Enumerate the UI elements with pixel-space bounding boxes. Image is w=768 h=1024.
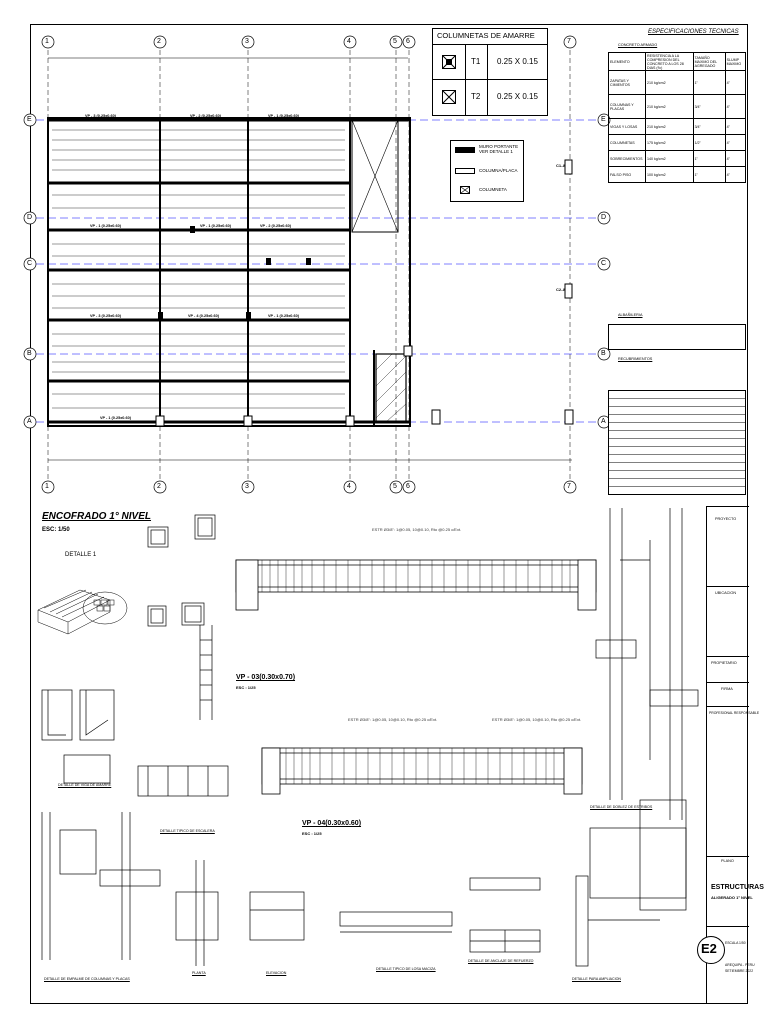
beam-label: VP - 1 (0.25x0.60) bbox=[100, 416, 131, 420]
vp04-scale: ESC : 1/25 bbox=[302, 831, 322, 836]
tb-proyecto: PROYECTO bbox=[715, 517, 737, 521]
columna-placa-icon bbox=[455, 168, 475, 174]
grid-label-5b: 5 bbox=[393, 483, 397, 490]
grid-label-2b: 2 bbox=[157, 483, 161, 490]
beam-label: VP - 3 (0.25x0.60) bbox=[85, 114, 116, 118]
grid-label-B: B bbox=[27, 350, 32, 357]
tb-plano-label: PLANO bbox=[721, 859, 734, 863]
beam-note: ESTR Ø3/8": 1@0.05, 10@0.10, Rto @0.25 c… bbox=[348, 717, 438, 722]
specifications-panel: ESPECIFICACIONES TECNICAS CONCRETO ARMAD… bbox=[607, 29, 747, 497]
grid-label-E: E bbox=[27, 116, 32, 123]
vp03-title: VP - 03(0.30x0.70) bbox=[236, 674, 296, 681]
grid-label-4b: 4 bbox=[347, 483, 351, 490]
legend-item: COLUMNETA bbox=[479, 187, 507, 192]
beam-label: VP - 2 (0.25x0.60) bbox=[260, 224, 291, 228]
caption: DETALLE PARA AMPLIACION bbox=[572, 977, 621, 981]
caption: DETALLE TIPICO DE ESCALERA bbox=[160, 829, 215, 833]
tb-location: AREQUIPA - PERU bbox=[725, 963, 755, 967]
grid-label-D-right: D bbox=[601, 214, 607, 221]
grid-label-2: 2 bbox=[157, 38, 161, 45]
legend-item: MURO PORTANTE VER DETALLE 1 bbox=[479, 144, 519, 154]
tb-plano-sub: ALIGERADO 1° NIVEL bbox=[711, 895, 753, 900]
grid-label-3: 3 bbox=[245, 38, 249, 45]
tb-plano-title: ESTRUCTURAS bbox=[711, 884, 764, 891]
tb-escala-label: ESCALA bbox=[725, 941, 739, 945]
columneta-size: 0.25 X 0.15 bbox=[497, 92, 538, 101]
beam-note: ESTR Ø3/8": 1@0.05, 10@0.10, Rto @0.25 c… bbox=[492, 717, 582, 722]
caption: DETALLE DE ANCLAJE DE REFUERZO bbox=[468, 959, 534, 963]
grid-label-7: 7 bbox=[567, 38, 571, 45]
tb-propietario: PROPIETARIO bbox=[711, 661, 737, 665]
grid-label-6b: 6 bbox=[406, 483, 410, 490]
beam-note: ESTR Ø3/8": 1@0.05, 10@0.10, Rto @0.25 c… bbox=[372, 527, 462, 532]
caption: DETALLE DE DOBLEZ DE ESTRIBOS bbox=[590, 805, 653, 809]
beam-label: VP - 1 (0.25x0.60) bbox=[268, 314, 299, 318]
vp03-scale: ESC : 1/25 bbox=[236, 685, 256, 690]
muro-portante-icon bbox=[455, 147, 475, 153]
caption: DETALLE DE VIGA DE AMARRE bbox=[58, 783, 112, 787]
caption: DETALLE TIPICO DE LOSA MACIZA bbox=[376, 967, 436, 971]
grid-label-E-right: E bbox=[601, 116, 606, 123]
grid-label-4: 4 bbox=[347, 38, 351, 45]
columneta-t2-icon bbox=[442, 90, 456, 104]
grid-label-A: A bbox=[27, 418, 32, 425]
tb-escala-val: 1/50 bbox=[739, 941, 746, 945]
column-tag: C2-A bbox=[556, 287, 566, 292]
beam-label: VP - 1 (0.25x0.60) bbox=[268, 114, 299, 118]
grid-label-7b: 7 bbox=[567, 483, 571, 490]
columneta-t1-icon bbox=[442, 55, 456, 69]
tb-ubicacion: UBICACION bbox=[715, 591, 737, 595]
tb-sheet-code: E2 bbox=[701, 941, 717, 956]
columneta-code: T2 bbox=[471, 92, 481, 101]
column-tag: C1-A bbox=[556, 163, 566, 168]
grid-label-1: 1 bbox=[45, 38, 49, 45]
beam-label: VP - 2 (0.25x0.60) bbox=[190, 114, 221, 118]
detail-scale: ESC: 1/50 bbox=[42, 527, 70, 533]
beam-label: VP - 1 (0.25x0.60) bbox=[200, 224, 231, 228]
drawing-sheet bbox=[30, 24, 748, 1004]
grid-label-3b: 3 bbox=[245, 483, 249, 490]
beam-label: VP - 1 (0.25x0.60) bbox=[90, 224, 121, 228]
legend: MURO PORTANTE VER DETALLE 1 COLUMNA/PLAC… bbox=[450, 140, 524, 202]
grid-label-C-right: C bbox=[601, 260, 607, 267]
legend-item: COLUMNA/PLACA bbox=[479, 168, 518, 173]
grid-label-C: C bbox=[27, 260, 33, 267]
columnetas-title: COLUMNETAS DE AMARRE bbox=[437, 31, 535, 40]
grid-label-5: 5 bbox=[393, 38, 397, 45]
grid-label-6: 6 bbox=[406, 38, 410, 45]
specs-title: ESPECIFICACIONES TECNICAS bbox=[648, 29, 739, 35]
tb-firma: FIRMA bbox=[721, 687, 733, 691]
tb-date: SETIEMBRE 2022 bbox=[725, 969, 754, 973]
detail-title: ENCOFRADO 1° NIVEL bbox=[42, 511, 152, 522]
columneta-icon bbox=[460, 186, 470, 194]
columneta-code: T1 bbox=[471, 57, 481, 66]
beam-label: VP - 4 (0.25x0.60) bbox=[188, 314, 219, 318]
columnetas-table: COLUMNETAS DE AMARRE T1 0.25 X 0.15 T2 0… bbox=[432, 28, 548, 116]
title-block: PROYECTO UBICACION PROPIETARIO FIRMA PRO… bbox=[697, 506, 764, 1004]
columneta-size: 0.25 X 0.15 bbox=[497, 57, 538, 66]
caption: DETALLE DE EMPALME DE COLUMNAS Y PLACAS bbox=[44, 977, 130, 981]
specs-subtitle: CONCRETO ARMADO bbox=[618, 43, 658, 47]
caption: ELEVACION bbox=[266, 971, 287, 975]
grid-label-A-right: A bbox=[601, 418, 606, 425]
specs-subtitle: RECUBRIMIENTOS bbox=[618, 357, 653, 361]
detalle1-title: DETALLE 1 bbox=[65, 552, 97, 558]
specs-subtitle: ALBAÑILERIA bbox=[618, 313, 643, 317]
grid-label-1b: 1 bbox=[45, 483, 49, 490]
beam-label: VP - 3 (0.25x0.60) bbox=[90, 314, 121, 318]
vp04-title: VP - 04(0.30x0.60) bbox=[302, 820, 362, 827]
caption: PLANTA bbox=[192, 971, 206, 975]
grid-label-D: D bbox=[27, 214, 33, 221]
grid-label-B-right: B bbox=[601, 350, 606, 357]
tb-profesional: PROFESIONAL RESPONSABLE bbox=[709, 711, 760, 715]
